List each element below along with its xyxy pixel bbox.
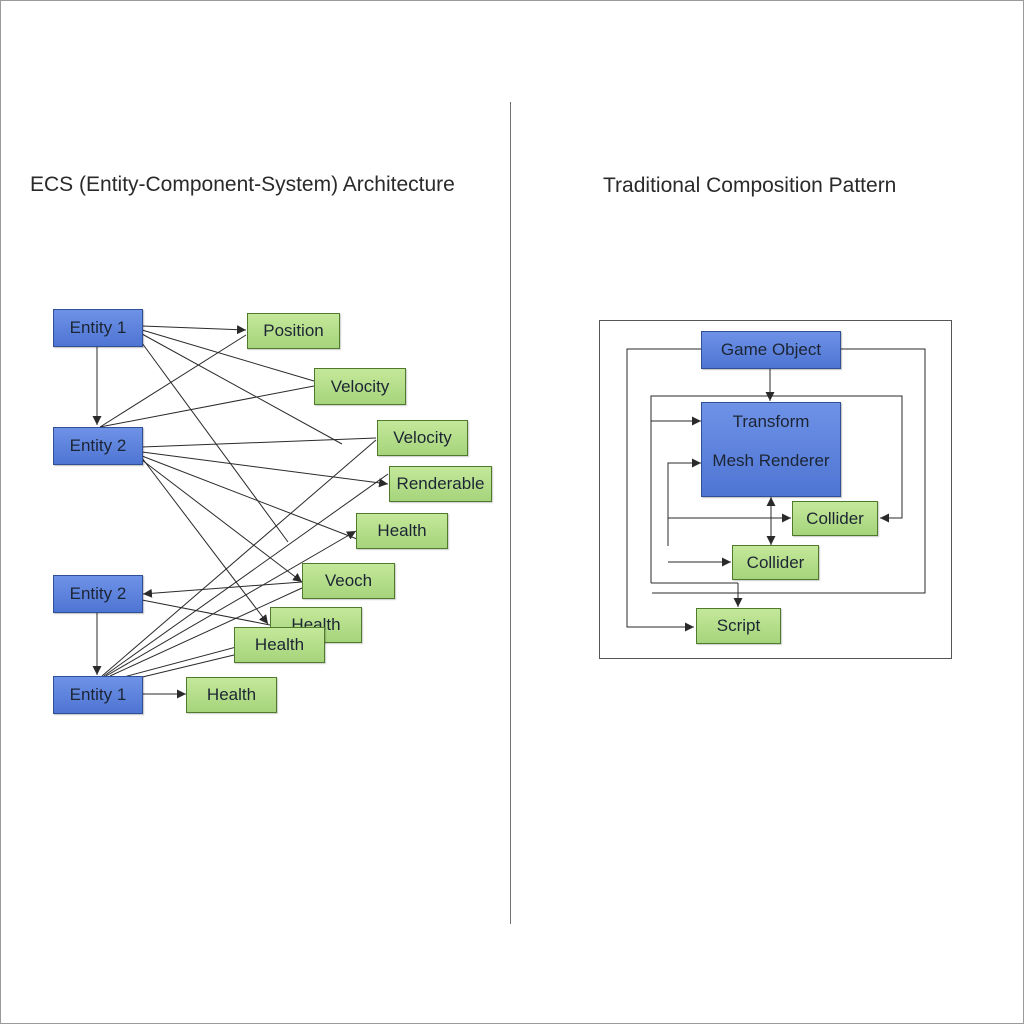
collider-node-right: Collider — [792, 501, 878, 536]
component-node: Health — [186, 677, 277, 713]
component-node: Health — [234, 627, 325, 663]
script-node: Script — [696, 608, 781, 644]
component-node: Health — [356, 513, 448, 549]
mesh-renderer-label: Mesh Renderer — [712, 451, 830, 470]
composition-outer-box — [599, 320, 952, 659]
entity-node: Entity 1 — [53, 309, 143, 347]
panel-divider — [510, 102, 511, 924]
ecs-edges — [92, 325, 389, 699]
entity-node: Entity 1 — [53, 676, 143, 714]
entity-node: Entity 2 — [53, 575, 143, 613]
ecs-title: ECS (Entity-Component-System) Architectu… — [30, 173, 455, 196]
transform-label: Transform — [732, 412, 810, 431]
component-node: Velocity — [377, 420, 468, 456]
component-node: Velocity — [314, 368, 406, 405]
collider-node-lower: Collider — [732, 545, 819, 580]
component-node: Veoch — [302, 563, 395, 599]
component-node: Renderable — [389, 466, 492, 502]
transform-mesh-renderer-block: Transform Mesh Renderer — [701, 402, 841, 497]
component-node: Position — [247, 313, 340, 349]
entity-node: Entity 2 — [53, 427, 143, 465]
game-object-node: Game Object — [701, 331, 841, 369]
composition-title: Traditional Composition Pattern — [603, 174, 897, 197]
composition-edges — [626, 348, 926, 632]
